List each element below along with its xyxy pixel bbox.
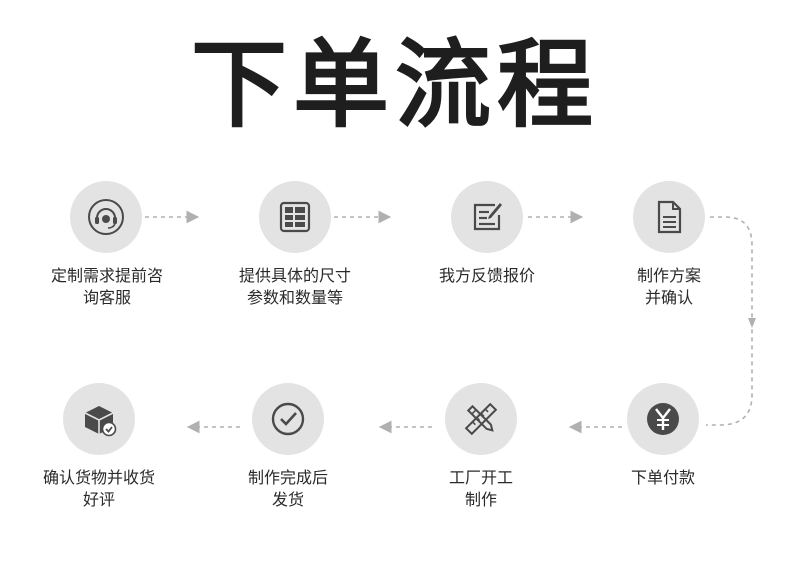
step-2-label: 提供具体的尺寸 参数和数量等 xyxy=(215,265,375,309)
step-7-line1: 制作完成后 xyxy=(247,468,328,487)
package-check-icon xyxy=(84,406,117,437)
step-2-line2: 参数和数量等 xyxy=(246,288,343,307)
step-6-line1: 工厂开工 xyxy=(448,468,513,487)
step-1-icon-circle xyxy=(70,181,142,253)
step-2-line1: 提供具体的尺寸 xyxy=(238,266,351,285)
step-1-label: 定制需求提前咨 询客服 xyxy=(27,265,187,309)
document-icon xyxy=(657,200,682,234)
step-7-label: 制作完成后 发货 xyxy=(208,467,368,511)
step-3-icon-circle xyxy=(451,181,523,253)
pencil-ruler-icon xyxy=(464,402,498,436)
step-8-line2: 好评 xyxy=(82,490,115,509)
step-6-line2: 制作 xyxy=(464,490,497,509)
step-3-label: 我方反馈报价 xyxy=(407,265,567,287)
step-7-icon-circle xyxy=(252,383,324,455)
step-5-label: 下单付款 xyxy=(583,467,743,489)
step-4-line2: 并确认 xyxy=(644,288,693,307)
step-5-icon-circle xyxy=(627,383,699,455)
check-circle-icon xyxy=(271,402,305,436)
step-8-label: 确认货物并收货 好评 xyxy=(19,467,179,511)
step-3-line1: 我方反馈报价 xyxy=(438,266,535,285)
spec-table-icon xyxy=(279,201,311,233)
step-7-line2: 发货 xyxy=(271,490,304,509)
step-4-icon-circle xyxy=(633,181,705,253)
edit-document-icon xyxy=(473,203,502,231)
step-4-label: 制作方案 并确认 xyxy=(589,265,749,309)
step-6-label: 工厂开工 制作 xyxy=(401,467,561,511)
customer-service-headset-icon xyxy=(88,199,124,235)
connector-4-5 xyxy=(706,216,753,426)
step-1-line1: 定制需求提前咨 xyxy=(50,266,163,285)
page-title: 下单流程 xyxy=(191,29,599,141)
step-8-icon-circle xyxy=(63,383,135,455)
step-4-line1: 制作方案 xyxy=(636,266,701,285)
step-2-icon-circle xyxy=(259,181,331,253)
step-1-line2: 询客服 xyxy=(82,288,131,307)
step-5-line1: 下单付款 xyxy=(630,468,695,487)
step-8-line1: 确认货物并收货 xyxy=(42,468,155,487)
step-6-icon-circle xyxy=(445,383,517,455)
yen-coin-icon xyxy=(647,403,679,435)
